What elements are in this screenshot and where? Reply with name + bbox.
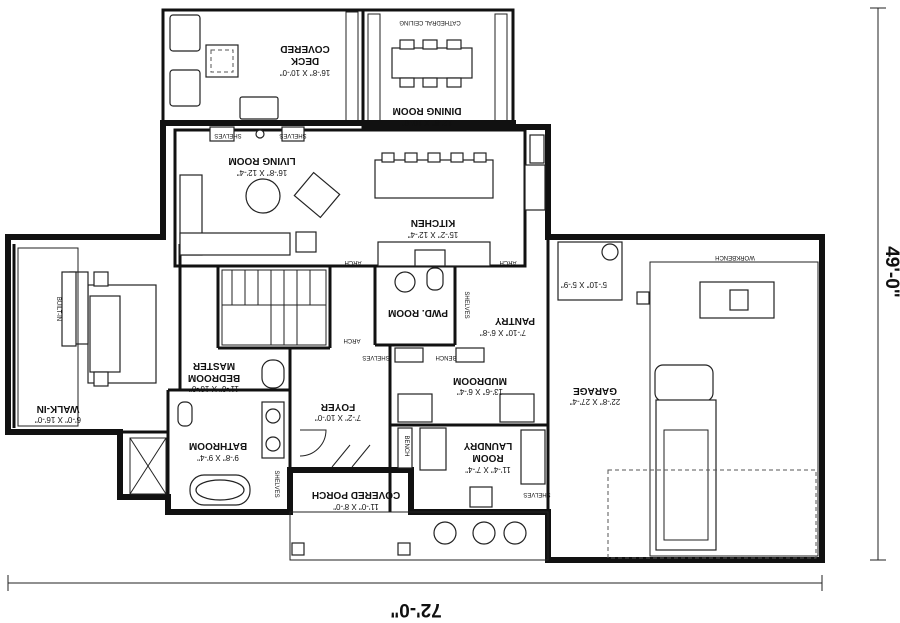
shelves-right-label: SHELVES (279, 132, 306, 138)
covered-deck-area (161, 8, 365, 125)
room-labels: COVERED DECK 16'-8" X 10'-0" CATHEDRAL C… (35, 19, 900, 620)
bench-laundry-label: BENCH (403, 435, 409, 456)
storage-size: 5'-10" X 5'-9" (561, 280, 607, 289)
bathroom-size: 9'-8" X 9'-4" (197, 453, 239, 462)
laundry-size: 11'-4" X 7'-4" (465, 465, 511, 474)
overall-width: 72'-0" (390, 599, 442, 620)
garage-size: 22'-8" X 27'-4" (570, 397, 621, 406)
laundry-name-2: ROOM (472, 452, 503, 463)
walk-in-name: WALK-IN (37, 403, 80, 414)
pantry-name: PANTRY (495, 315, 535, 326)
bench-mud-label: BENCH (435, 354, 456, 360)
garage-name: GARAGE (573, 385, 617, 396)
bathroom-fixtures (129, 401, 285, 506)
mudroom-size: 13'-6" X 6'-4" (457, 387, 503, 396)
covered-porch-name: COVERED PORCH (312, 489, 400, 500)
pantry-shelves: SHELVES (463, 291, 469, 318)
living-room-size: 16'-8" X 12'-4" (237, 168, 288, 177)
foyer-doors (299, 429, 371, 468)
dining-room-area (361, 8, 515, 129)
mudroom-laundry-fixtures (394, 347, 546, 508)
covered-porch-size: 11'-0" X 8'-0" (333, 502, 379, 511)
pwd-room-name: PWD. ROOM (388, 307, 448, 318)
powder-room-fixtures (394, 249, 446, 293)
master-bedroom-size: 11'-6" X 16'-0" (189, 384, 239, 393)
living-room-name: LIVING ROOM (228, 155, 295, 166)
bath-shelves-label: SHELVES (273, 470, 279, 497)
mudroom-name: MUDROOM (453, 375, 507, 386)
covered-deck-name-1: COVERED (280, 43, 329, 54)
staircase (221, 269, 327, 346)
living-room-furniture (179, 126, 341, 256)
arch-hall: ARCH (343, 337, 360, 343)
shelves-left-label: SHELVES (214, 132, 241, 138)
covered-deck-name-2: DECK (290, 55, 319, 66)
kitchen-name: KITCHEN (411, 217, 455, 228)
walk-in-closet (17, 247, 79, 427)
shelves-mud-label: SHELVES (362, 354, 389, 360)
master-bedroom-name-2: BEDROOM (188, 372, 240, 383)
laundry-name-1: LAUNDRY (463, 440, 512, 451)
cathedral-ceiling-label: CATHEDRAL CEILING (399, 19, 461, 25)
foyer-name: FOYER (320, 401, 355, 412)
pantry-size: 7'-10" X 6'-8" (480, 328, 526, 337)
built-in-label: BUILT-IN (55, 297, 61, 321)
covered-porch-area (289, 511, 549, 561)
interior-walls (12, 128, 550, 512)
bathroom-name: BATHROOM (189, 440, 247, 451)
overall-depth: 49'-0" (881, 246, 900, 298)
arch-kitchen-right: ARCH (499, 259, 516, 265)
dimension-lines (7, 7, 886, 591)
foyer-size: 7'-2" X 10'-0" (315, 413, 361, 422)
covered-deck-size: 16'-8" X 10'-0" (280, 68, 331, 77)
master-bedroom-name-1: MASTER (192, 360, 235, 371)
garage-area (557, 241, 819, 559)
master-bedroom-furniture (69, 271, 285, 389)
walk-in-size: 6'-0" X 16'-0" (35, 415, 81, 424)
arch-kitchen-left: ARCH (344, 259, 361, 265)
kitchen-furniture (374, 134, 546, 267)
kitchen-size: 15'-2" X 12'-4" (408, 230, 459, 239)
dining-room-size: 12'-8" X 10'-0" (402, 118, 453, 127)
laundry-shelves-label: SHELVES (523, 491, 550, 497)
workbench-label: WORKBENCH (715, 254, 755, 260)
dining-room-name: DINING ROOM (393, 105, 462, 116)
